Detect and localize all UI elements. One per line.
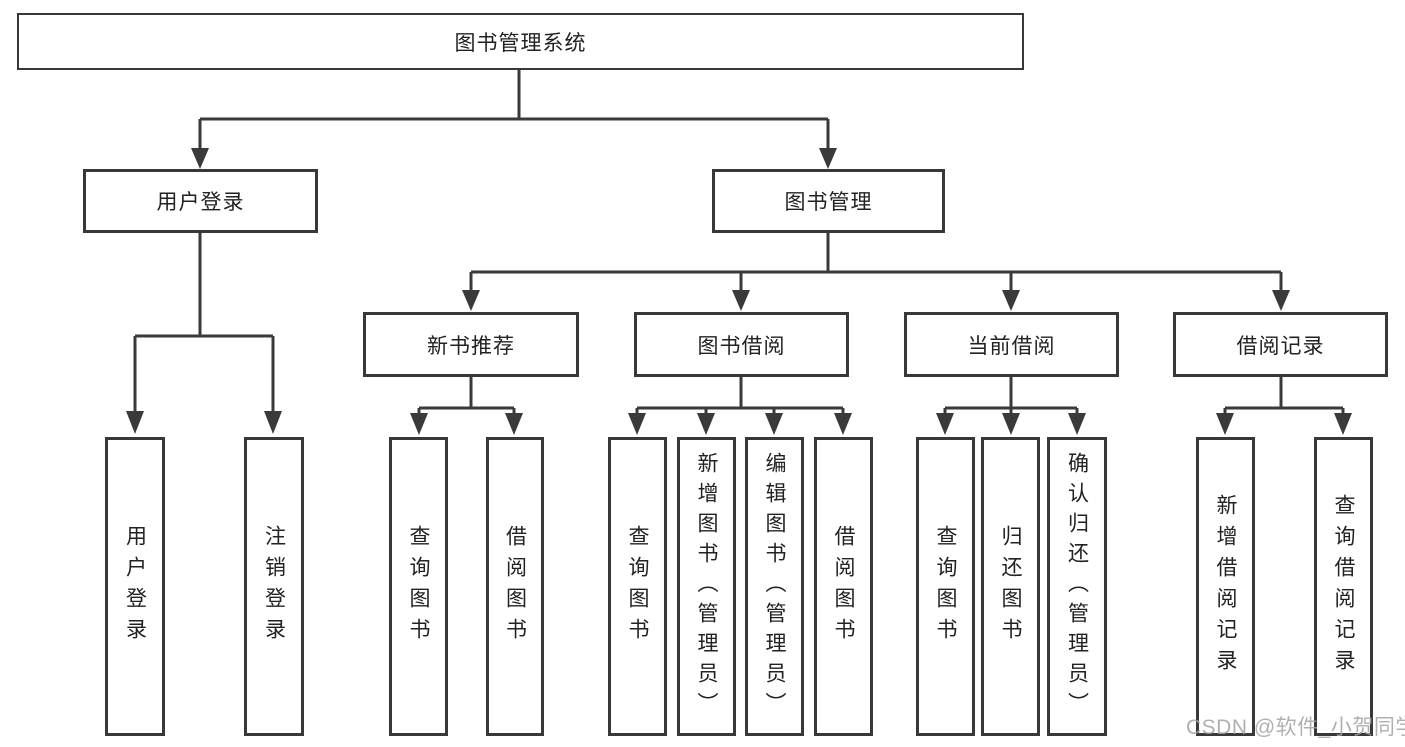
node-new-book-recommend-label: 新书推荐 xyxy=(427,334,515,358)
current-borrow-connector xyxy=(936,377,1086,435)
node-new-book-recommend: 新书推荐 xyxy=(363,312,579,377)
leaf-add-book-admin-label: 新增图书（管理员） xyxy=(695,451,718,722)
leaf-user-login-label: 用户登录 xyxy=(123,524,147,649)
leaf-user-login: 用户登录 xyxy=(105,437,165,736)
csdn-watermark: CSDN @软件_小贺同学 xyxy=(1186,716,1405,739)
root-connector xyxy=(191,70,837,169)
leaf-query-borrow-record-label: 查询借阅记录 xyxy=(1332,493,1355,680)
leaf-query-book-current: 查询图书 xyxy=(916,437,975,736)
user-login-connector xyxy=(126,233,282,434)
leaf-query-book-borrow: 查询图书 xyxy=(608,437,667,736)
node-user-login: 用户登录 xyxy=(83,169,318,233)
leaf-borrow-book: 借阅图书 xyxy=(814,437,873,736)
node-library-system-label: 图书管理系统 xyxy=(454,31,587,55)
node-book-management: 图书管理 xyxy=(712,169,945,233)
leaf-query-book-recommend-label: 查询图书 xyxy=(407,524,430,649)
book-mgmt-connector xyxy=(462,233,1290,311)
node-current-borrow: 当前借阅 xyxy=(904,312,1119,377)
leaf-query-borrow-record: 查询借阅记录 xyxy=(1314,437,1373,736)
node-current-borrow-label: 当前借阅 xyxy=(967,334,1056,358)
leaf-query-book-recommend: 查询图书 xyxy=(389,437,448,736)
node-borrow-records: 借阅记录 xyxy=(1173,312,1388,377)
node-library-system: 图书管理系统 xyxy=(17,13,1024,70)
leaf-borrow-book-recommend: 借阅图书 xyxy=(486,437,544,736)
leaf-logout-label: 注销登录 xyxy=(262,524,286,649)
node-book-borrow-label: 图书借阅 xyxy=(697,334,786,358)
new-book-rec-connector xyxy=(410,377,523,435)
leaf-edit-book-admin-label: 编辑图书（管理员） xyxy=(763,451,786,722)
book-borrow-connector xyxy=(628,377,852,435)
leaf-add-borrow-record-label: 新增借阅记录 xyxy=(1214,493,1237,680)
leaf-query-book-borrow-label: 查询图书 xyxy=(626,524,649,649)
leaf-return-book: 归还图书 xyxy=(981,437,1040,736)
leaf-return-book-label: 归还图书 xyxy=(999,524,1022,649)
leaf-query-book-current-label: 查询图书 xyxy=(934,524,957,649)
node-user-login-label: 用户登录 xyxy=(156,191,245,214)
leaf-borrow-book-recommend-label: 借阅图书 xyxy=(503,524,527,649)
leaf-borrow-book-label: 借阅图书 xyxy=(832,524,855,649)
leaf-confirm-return-admin-label: 确认归还（管理员） xyxy=(1065,451,1089,722)
leaf-edit-book-admin: 编辑图书（管理员） xyxy=(745,437,804,736)
borrow-record-connector xyxy=(1216,377,1352,435)
node-book-management-label: 图书管理 xyxy=(784,191,873,214)
leaf-logout: 注销登录 xyxy=(244,437,304,736)
node-borrow-records-label: 借阅记录 xyxy=(1236,334,1325,358)
leaf-add-book-admin: 新增图书（管理员） xyxy=(677,437,736,736)
node-book-borrow: 图书借阅 xyxy=(634,312,849,377)
leaf-add-borrow-record: 新增借阅记录 xyxy=(1196,437,1255,736)
leaf-confirm-return-admin: 确认归还（管理员） xyxy=(1047,437,1107,736)
